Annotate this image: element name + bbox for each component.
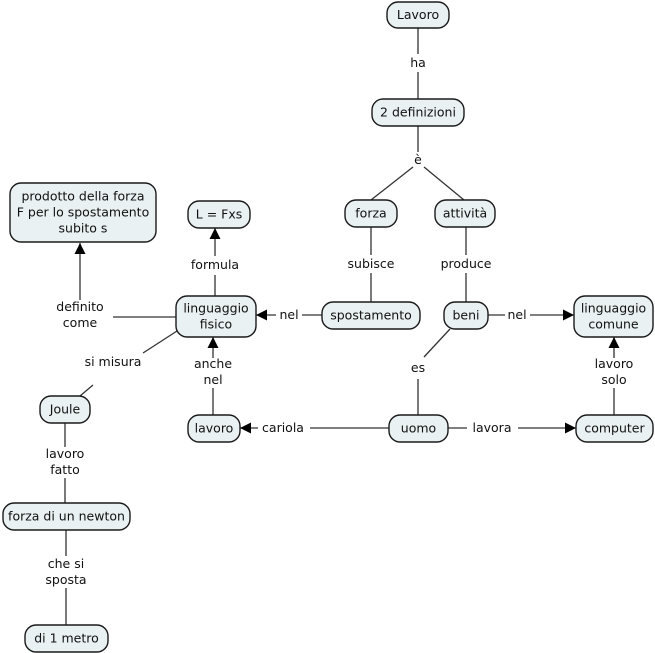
arrow-head-icon [207, 337, 219, 348]
link-linguaggio-fisico-si-misura-joule: si misura [79, 330, 178, 397]
node-due-definizioni[interactable]: 2 definizioni [371, 98, 465, 127]
node-box[interactable] [573, 295, 654, 338]
arrow-head-icon [608, 337, 620, 348]
node-forza-newton[interactable]: forza di un newton [2, 502, 131, 531]
link-label-definizioni-e: è [414, 152, 422, 167]
node-box[interactable] [187, 200, 251, 229]
node-di-1-metro[interactable]: di 1 metro [24, 624, 109, 653]
link-beni-nel-linguaggio-comune: nel [488, 307, 574, 322]
link-label-beni-nel-linguaggio-comune: nel [507, 307, 526, 322]
arrow-head-icon [256, 309, 267, 321]
node-box[interactable] [9, 182, 157, 243]
node-label: forza di un newton [8, 508, 125, 523]
link-label-uomo-cariola-lavoro: cariola [262, 420, 304, 435]
arrow-head-icon [209, 228, 221, 239]
link-e-attivita [423, 166, 465, 201]
node-box[interactable] [371, 98, 465, 127]
link-label-beni-es-uomo: es [411, 360, 425, 375]
link-beni-es-uomo: es [411, 328, 451, 415]
link-spostamento-nel-linguaggio-fisico: nel [256, 307, 322, 322]
link-label-attivita-produce-beni: produce [441, 256, 492, 271]
node-joule[interactable]: Joule [39, 395, 91, 424]
node-forza[interactable]: forza [344, 199, 398, 228]
node-lavoro-node[interactable]: lavoro [187, 414, 241, 443]
node-label: 2 definizioni [380, 104, 456, 119]
node-label: lavoro [195, 420, 234, 435]
node-box[interactable] [321, 301, 421, 330]
node-box[interactable] [443, 301, 489, 330]
node-label: computer [584, 420, 645, 435]
node-box[interactable] [434, 199, 496, 228]
arrow-head-icon [565, 422, 576, 434]
node-beni[interactable]: beni [443, 301, 489, 330]
link-e-forza [370, 166, 414, 201]
link-label-lavoro-ha-definizioni: ha [410, 55, 426, 70]
arrow-head-icon [74, 243, 86, 254]
arrow-head-icon [240, 422, 251, 434]
node-spostamento[interactable]: spostamento [321, 301, 421, 330]
arrow-head-icon [563, 309, 574, 321]
node-attivita[interactable]: attività [434, 199, 496, 228]
link-label-uomo-lavora-computer: lavora [473, 420, 512, 435]
node-label: Joule [49, 401, 81, 416]
node-uomo[interactable]: uomo [388, 414, 449, 443]
node-label: beni [452, 307, 479, 322]
node-label: Lavoro [397, 7, 439, 22]
link-label-linguaggio-fisico-formula: formula [191, 257, 239, 272]
node-lavoro-top[interactable]: Lavoro [386, 1, 450, 29]
node-box[interactable] [187, 414, 241, 443]
link-lavoro-ha-definizioni: ha [410, 28, 426, 99]
node-box[interactable] [344, 199, 398, 228]
link-forza-subisce-spostamento: subisce [348, 227, 395, 302]
node-label: forza [355, 205, 386, 220]
link-linguaggio-fisico-formula: formula [191, 228, 239, 296]
link-uomo-cariola-lavoro: cariola [240, 420, 389, 435]
link-label-forza-subisce-spostamento: subisce [348, 256, 395, 271]
node-box[interactable] [386, 1, 450, 29]
node-box[interactable] [24, 624, 109, 653]
node-box[interactable] [175, 295, 257, 338]
node-box[interactable] [388, 414, 449, 443]
node-label: attività [443, 205, 487, 220]
node-box[interactable] [575, 414, 654, 443]
link-definizioni-e: è [414, 126, 422, 167]
node-label: di 1 metro [34, 630, 99, 645]
node-box[interactable] [2, 502, 131, 531]
link-uomo-lavora-computer: lavora [448, 420, 576, 435]
node-computer[interactable]: computer [575, 414, 654, 443]
node-box[interactable] [39, 395, 91, 424]
node-formula-box[interactable]: L = Fxs [187, 200, 251, 229]
node-label: spostamento [330, 307, 412, 322]
node-label: L = Fxs [196, 206, 242, 221]
link-label-linguaggio-fisico-si-misura-joule: si misura [85, 354, 142, 369]
link-label-spostamento-nel-linguaggio-fisico: nel [279, 307, 298, 322]
link-attivita-produce-beni: produce [441, 227, 492, 302]
node-label: uomo [401, 420, 436, 435]
